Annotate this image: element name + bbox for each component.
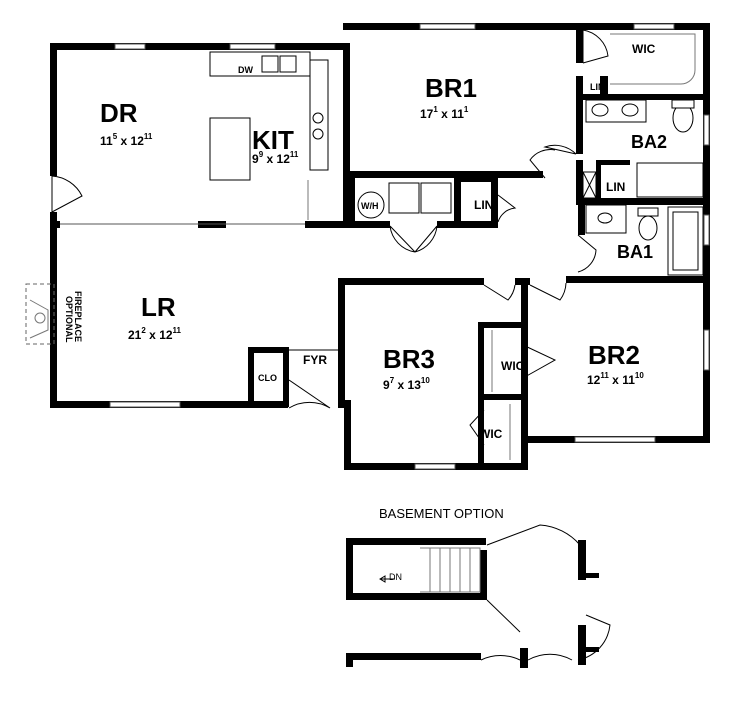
- dr-dimensions: 115 x 1211: [100, 132, 153, 148]
- basement-title: BASEMENT OPTION: [379, 506, 504, 521]
- basement-stair-label: DN: [389, 572, 402, 582]
- wic-br3-a-label: WIC: [501, 359, 525, 373]
- fireplace-label-1: OPTIONAL: [64, 296, 74, 343]
- laundry-fixtures: [357, 182, 452, 219]
- kit-dimensions: 99 x 1211: [252, 150, 299, 166]
- basement-plan: [346, 524, 611, 668]
- kit-label: KIT: [252, 125, 294, 155]
- ba2-label: BA2: [631, 132, 667, 152]
- wic-br1-label: WIC: [632, 42, 656, 56]
- dishwasher-label: DW: [238, 65, 253, 75]
- windows: [60, 23, 710, 470]
- lr-dimensions: 212 x 1211: [128, 326, 182, 342]
- br2-dimensions: 1211 x 1110: [587, 371, 644, 387]
- br3-label: BR3: [383, 344, 435, 374]
- doors: [51, 29, 609, 446]
- dr-label: DR: [100, 98, 138, 128]
- bath-fixtures: [582, 99, 704, 276]
- optional-fireplace: [25, 283, 55, 345]
- br3-dimensions: 97 x 1310: [383, 376, 430, 392]
- ba1-label: BA1: [617, 242, 653, 262]
- lin-ba2-label: LIN: [606, 180, 625, 194]
- lin-small-label: LIN: [590, 82, 605, 92]
- foyer-label: FYR: [303, 353, 327, 367]
- br1-label: BR1: [425, 73, 477, 103]
- closet-label: CLO: [258, 373, 277, 383]
- kitchen-fixtures: [209, 51, 329, 220]
- wic-br3-b-label: WIC: [479, 427, 503, 441]
- lin-hall-label: LIN: [474, 198, 493, 212]
- fireplace-label-2: FIREPLACE: [73, 291, 83, 342]
- lr-label: LR: [141, 292, 176, 322]
- water-heater-label: W/H: [361, 201, 379, 211]
- closet-rods: [491, 33, 696, 460]
- br2-label: BR2: [588, 340, 640, 370]
- br1-dimensions: 171 x 111: [420, 105, 469, 121]
